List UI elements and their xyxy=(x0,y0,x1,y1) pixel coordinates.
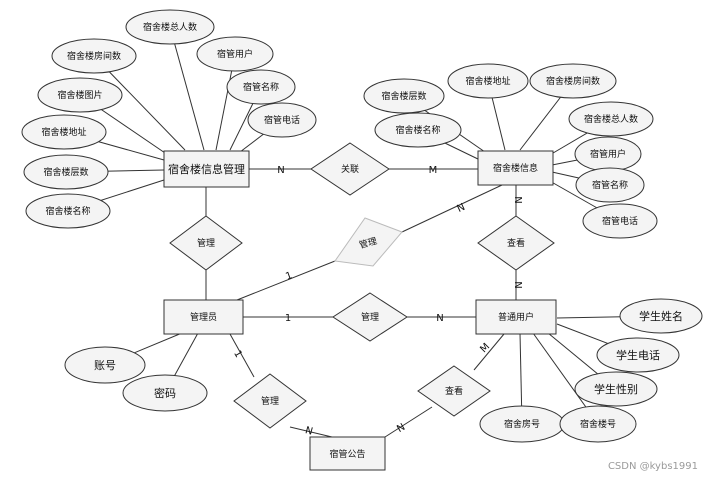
cardinality-label: M xyxy=(478,341,492,355)
entity-label: 宿管公告 xyxy=(329,448,365,460)
attribute-label: 宿舍楼号 xyxy=(580,418,616,430)
attribute-label: 宿舍楼图片 xyxy=(57,89,102,101)
attribute-label: 宿管名称 xyxy=(592,179,628,191)
cardinality-label: M xyxy=(429,165,438,176)
watermark: CSDN @kybs1991 xyxy=(608,461,698,472)
relationship-label: 管理 xyxy=(361,311,379,323)
attribute-account: 账号 xyxy=(64,346,146,384)
cardinality-label: N xyxy=(277,165,284,176)
relationship-manage-info[interactable]: 管理 xyxy=(169,215,243,271)
relationship-label: 管理 xyxy=(197,237,215,249)
attribute-label: 宿管电话 xyxy=(602,215,638,227)
cardinality-label: N xyxy=(395,422,407,435)
attribute-building-number: 宿舍楼号 xyxy=(559,405,637,443)
attribute-label: 宿舍楼地址 xyxy=(41,126,86,138)
relationship-label: 查看 xyxy=(507,237,525,249)
attribute-label: 宿舍楼房间数 xyxy=(67,50,121,62)
attribute-label: 宿舍楼层数 xyxy=(381,90,426,102)
attribute-label: 宿舍楼总人数 xyxy=(143,21,197,33)
cardinality-label: 1 xyxy=(231,349,244,360)
attribute-dorm-address: 宿舍楼地址 xyxy=(21,114,107,150)
attribute-password: 密码 xyxy=(122,374,208,412)
attribute-label: 宿管名称 xyxy=(243,81,279,93)
entity-dorm-info[interactable]: 宿舍楼信息 xyxy=(477,150,554,186)
attribute-manager-phone: 宿管电话 xyxy=(582,203,658,239)
relationship-manage-notice[interactable]: 管理 xyxy=(233,373,307,429)
attribute-label: 学生性别 xyxy=(594,382,638,396)
cardinality-label: N xyxy=(512,196,523,203)
attribute-dorm-floors: 宿舍楼层数 xyxy=(23,154,109,190)
cardinality-label: 1 xyxy=(285,313,291,324)
attribute-manager-phone: 宿管电话 xyxy=(247,102,317,138)
attribute-student-name: 学生姓名 xyxy=(619,298,703,334)
attribute-manager-user: 宿管用户 xyxy=(196,36,274,72)
attribute-dorm-floors: 宿舍楼层数 xyxy=(363,78,445,114)
attribute-student-phone: 学生电话 xyxy=(596,337,680,373)
attribute-dorm-total-people: 宿舍楼总人数 xyxy=(568,101,654,137)
attribute-manager-name: 宿管名称 xyxy=(226,69,296,105)
relationship-manage-dorm[interactable]: 管理 xyxy=(334,217,403,267)
attribute-dorm-total-people: 宿舍楼总人数 xyxy=(125,9,215,45)
attribute-label: 学生电话 xyxy=(616,348,660,362)
attribute-label: 宿舍楼地址 xyxy=(465,75,510,87)
attribute-dorm-name: 宿舍楼名称 xyxy=(25,193,111,229)
entity-normal-user[interactable]: 普通用户 xyxy=(475,299,557,335)
entity-dorm-notice[interactable]: 宿管公告 xyxy=(309,436,386,471)
attribute-manager-name: 宿管名称 xyxy=(575,167,645,203)
relationship-label: 查看 xyxy=(445,385,463,397)
attribute-room-number: 宿舍房号 xyxy=(479,405,565,443)
relationship-label: 关联 xyxy=(341,163,359,175)
entity-label: 管理员 xyxy=(190,311,217,323)
attribute-label: 宿舍楼名称 xyxy=(45,205,90,217)
relationship-view-dorm[interactable]: 查看 xyxy=(477,215,555,271)
attribute-label: 宿舍楼房间数 xyxy=(546,75,600,87)
attribute-label: 学生姓名 xyxy=(639,309,683,323)
attribute-label: 账号 xyxy=(94,359,116,372)
cardinality-label: N xyxy=(304,425,314,438)
relationship-view-notice[interactable]: 查看 xyxy=(417,365,491,417)
attribute-dorm-picture: 宿舍楼图片 xyxy=(37,77,123,113)
attribute-dorm-room-count: 宿舍楼房间数 xyxy=(51,38,137,74)
attribute-student-gender: 学生性别 xyxy=(574,371,658,407)
attribute-manager-user: 宿管用户 xyxy=(574,136,642,172)
relationship-manage-user[interactable]: 管理 xyxy=(332,292,408,342)
entity-dorm-info-management[interactable]: 宿舍楼信息管理 xyxy=(163,150,250,188)
cardinality-label: N xyxy=(436,313,443,324)
entity-label: 宿舍楼信息 xyxy=(493,162,538,174)
attribute-dorm-name: 宿舍楼名称 xyxy=(374,112,462,148)
relationship-label: 管理 xyxy=(261,395,279,407)
attribute-label: 宿管用户 xyxy=(217,48,253,60)
attribute-label: 宿舍楼名称 xyxy=(395,124,440,136)
attribute-label: 宿舍楼总人数 xyxy=(584,113,638,125)
attribute-label: 宿舍楼层数 xyxy=(43,166,88,178)
entity-label: 普通用户 xyxy=(498,311,534,323)
cardinality-label: 1 xyxy=(284,270,294,283)
attribute-label: 宿管用户 xyxy=(590,148,626,160)
attribute-label: 宿管电话 xyxy=(264,114,300,126)
attribute-label: 密码 xyxy=(154,386,176,400)
attribute-dorm-address: 宿舍楼地址 xyxy=(447,63,529,99)
attribute-label: 宿舍房号 xyxy=(504,418,540,430)
entity-label: 宿舍楼信息管理 xyxy=(168,162,245,176)
relationship-associate[interactable]: 关联 xyxy=(310,142,390,196)
cardinality-label: N xyxy=(512,281,523,288)
cardinality-label: N xyxy=(455,202,466,215)
attribute-dorm-room-count: 宿舍楼房间数 xyxy=(529,63,617,99)
entity-admin[interactable]: 管理员 xyxy=(163,299,244,335)
